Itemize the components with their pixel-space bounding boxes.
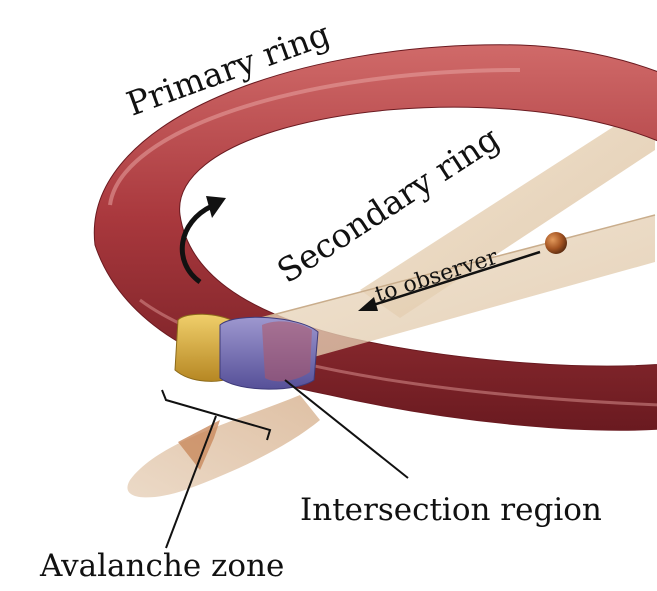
intersection-band: [219, 316, 319, 390]
secondary-ring-back: [360, 100, 655, 318]
avalanche-zone-label: Avalanche zone: [39, 548, 284, 584]
secondary-ring-front: [214, 214, 656, 372]
intersection-pointer: [284, 379, 409, 479]
rotation-arrow-icon: [179, 196, 226, 285]
emission-cone: [127, 395, 320, 498]
intersection-region-label: Intersection region: [300, 492, 602, 528]
avalanche-bracket: [161, 389, 272, 549]
observer-arrow-icon: [358, 250, 541, 311]
observer-marker: [545, 232, 567, 254]
